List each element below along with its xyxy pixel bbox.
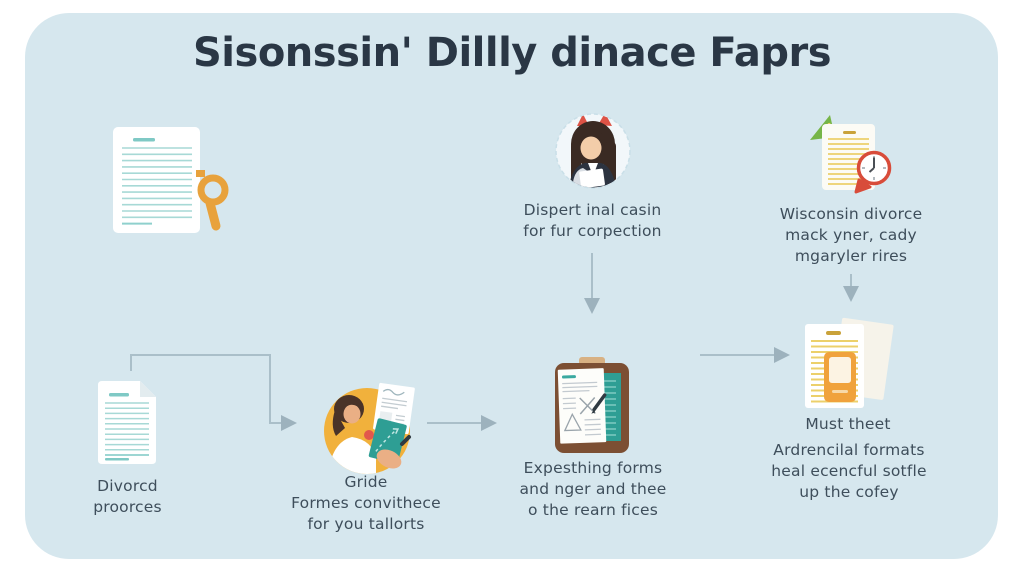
documents-stack-icon	[805, 317, 894, 408]
guide-person-icon	[324, 382, 415, 474]
node-label-expert-review: Dispert inal casin for fur corpection	[523, 201, 662, 240]
document-clock-icon	[810, 115, 892, 194]
node-label-forms-clipboard: Expesthing forms and nger and thee o the…	[519, 459, 667, 519]
node-label-divorce-process: Divorcd proorces	[93, 477, 162, 516]
consultant-avatar-icon	[555, 113, 631, 189]
node-label-official-formats: Ardrencilal formats heal ecencful sotfle…	[771, 441, 927, 501]
document-magnifier-icon	[113, 127, 229, 233]
page-title: Sisonssin' Dillly dinace Faprs	[192, 30, 832, 76]
document-icon	[98, 381, 156, 464]
node-heading-official-formats: Must theet	[805, 415, 891, 433]
infographic-panel	[25, 13, 998, 559]
clipboard-forms-icon	[555, 357, 629, 453]
node-label-guide-forms: Gride Formes convithece for you tallorts	[291, 473, 441, 533]
node-label-divorce-deadline: Wisconsin divorce mack yner, cady mgaryl…	[779, 205, 923, 265]
